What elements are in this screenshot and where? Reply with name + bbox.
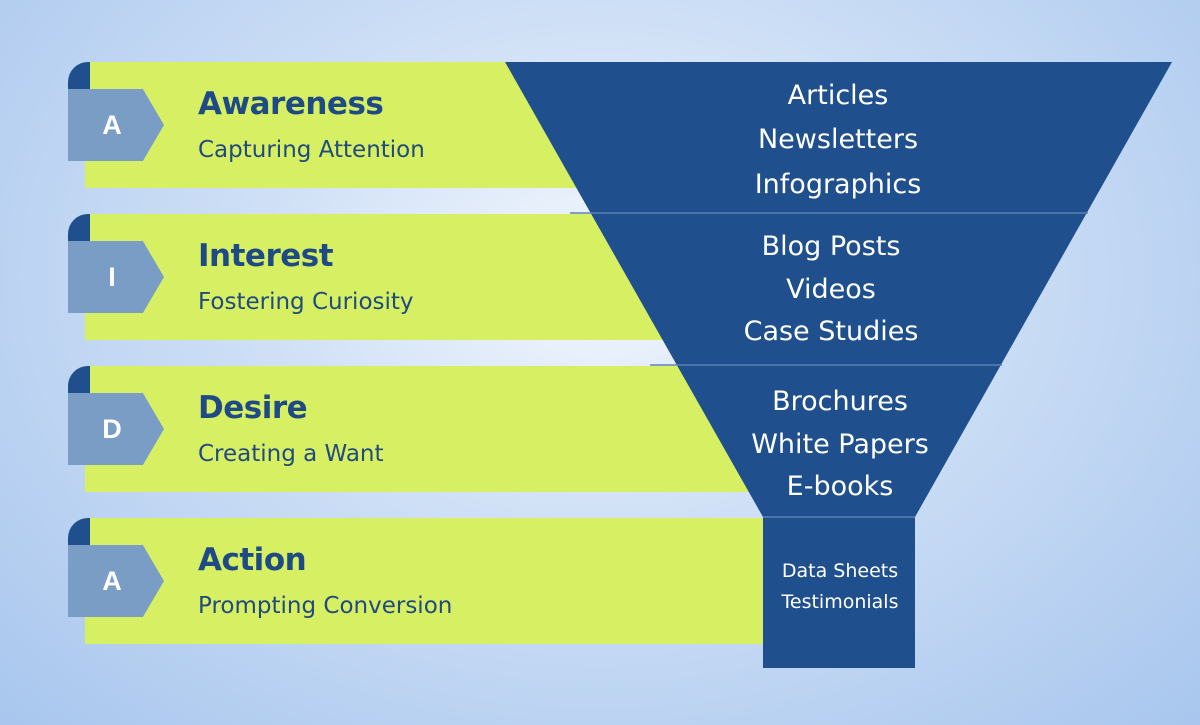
band-curl bbox=[68, 214, 90, 244]
band-curl bbox=[68, 366, 90, 396]
content-item: E-books bbox=[786, 471, 894, 502]
stage-title-desire: Desire bbox=[198, 390, 308, 426]
stage-tab-desire: D bbox=[68, 393, 164, 465]
content-item: Testimonials bbox=[781, 591, 899, 613]
stage-subtitle-desire: Creating a Want bbox=[198, 441, 384, 467]
stage-band-action bbox=[85, 518, 785, 644]
stage-band-interest bbox=[85, 214, 685, 340]
content-item: Videos bbox=[786, 274, 876, 305]
content-item: Newsletters bbox=[757, 124, 919, 155]
stage-subtitle-action: Prompting Conversion bbox=[198, 593, 453, 619]
stage-title-interest: Interest bbox=[198, 238, 334, 274]
content-item: Infographics bbox=[754, 169, 922, 200]
stage-band-desire bbox=[85, 366, 765, 492]
content-item: Blog Posts bbox=[761, 231, 901, 262]
stage-subtitle-awareness: Capturing Attention bbox=[198, 137, 425, 163]
stage-subtitle-interest: Fostering Curiosity bbox=[198, 289, 414, 315]
content-item: Articles bbox=[787, 80, 889, 111]
band-curl bbox=[68, 62, 90, 92]
stage-tab-interest: I bbox=[68, 241, 164, 313]
stage-title-action: Action bbox=[198, 542, 307, 578]
stage-tab-awareness: A bbox=[68, 89, 164, 161]
content-item: Data Sheets bbox=[781, 560, 899, 582]
band-curl bbox=[68, 518, 90, 548]
content-item: Case Studies bbox=[743, 316, 919, 347]
stage-title-awareness: Awareness bbox=[198, 86, 384, 122]
content-item: Brochures bbox=[772, 386, 908, 417]
stage-tab-action: A bbox=[68, 545, 164, 617]
content-item: White Papers bbox=[751, 429, 929, 460]
